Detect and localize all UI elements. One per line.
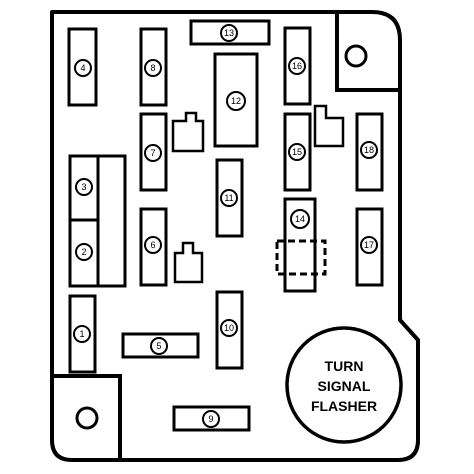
fuse-5-label: 5 xyxy=(156,341,161,351)
bottom-left-mount-region xyxy=(52,374,122,460)
fuse-10: 10 xyxy=(215,290,244,370)
fuse-14-label: 14 xyxy=(295,214,305,224)
fuse-7: 7 xyxy=(139,112,168,192)
fuse-2-label: 2 xyxy=(81,247,86,257)
turn-signal-flasher: TURN SIGNAL FLASHER xyxy=(285,326,403,444)
flasher-label-line1: TURN xyxy=(325,358,364,374)
fuse-2: 2 xyxy=(75,243,93,261)
connector-right xyxy=(313,104,345,148)
optional-connector-outline xyxy=(275,239,327,276)
fuse-18: 18 xyxy=(355,112,384,192)
fuse-18-label: 18 xyxy=(364,145,374,155)
fuse-13: 13 xyxy=(189,19,271,46)
fuse-3: 3 xyxy=(75,178,93,196)
fuse-5: 5 xyxy=(121,332,200,359)
fuse-7-label: 7 xyxy=(150,148,155,158)
fuse-16: 16 xyxy=(283,26,312,106)
flasher-label-line3: FLASHER xyxy=(311,398,377,414)
fuse-17: 17 xyxy=(355,207,384,287)
connector-bottom xyxy=(173,241,204,284)
fuse-4-label: 4 xyxy=(80,63,85,73)
fuse-10-label: 10 xyxy=(224,323,234,333)
fuse-6-label: 6 xyxy=(150,240,155,250)
top-right-mount-hole xyxy=(344,44,368,68)
fuse-12: 12 xyxy=(213,52,259,148)
top-right-mount-region xyxy=(335,12,400,92)
fuse-17-label: 17 xyxy=(364,240,374,250)
fuse-9-label: 9 xyxy=(208,414,213,424)
fuse-14: 14 xyxy=(283,197,317,293)
fuse-3-label: 3 xyxy=(81,182,86,192)
fuse-6: 6 xyxy=(139,207,168,287)
fuse-8: 8 xyxy=(139,27,168,107)
fuse-9: 9 xyxy=(172,405,251,432)
fuse-16-label: 16 xyxy=(292,61,302,71)
fuse-12-label: 12 xyxy=(231,96,241,106)
fuse-1-label: 1 xyxy=(79,329,84,339)
fuse-1: 1 xyxy=(68,294,97,374)
flasher-label-line2: SIGNAL xyxy=(318,378,371,394)
fuse-4: 4 xyxy=(67,27,98,107)
fuse-11-label: 11 xyxy=(224,193,233,203)
connector-left xyxy=(171,111,205,153)
fuse-13-label: 13 xyxy=(224,28,234,38)
fuse-8-label: 8 xyxy=(150,63,155,73)
fuse-15: 15 xyxy=(283,112,312,192)
fuse-15-label: 15 xyxy=(292,147,302,157)
fuse-11: 11 xyxy=(215,158,244,238)
flasher-housing xyxy=(285,326,403,444)
bottom-left-mount-hole xyxy=(75,406,99,430)
